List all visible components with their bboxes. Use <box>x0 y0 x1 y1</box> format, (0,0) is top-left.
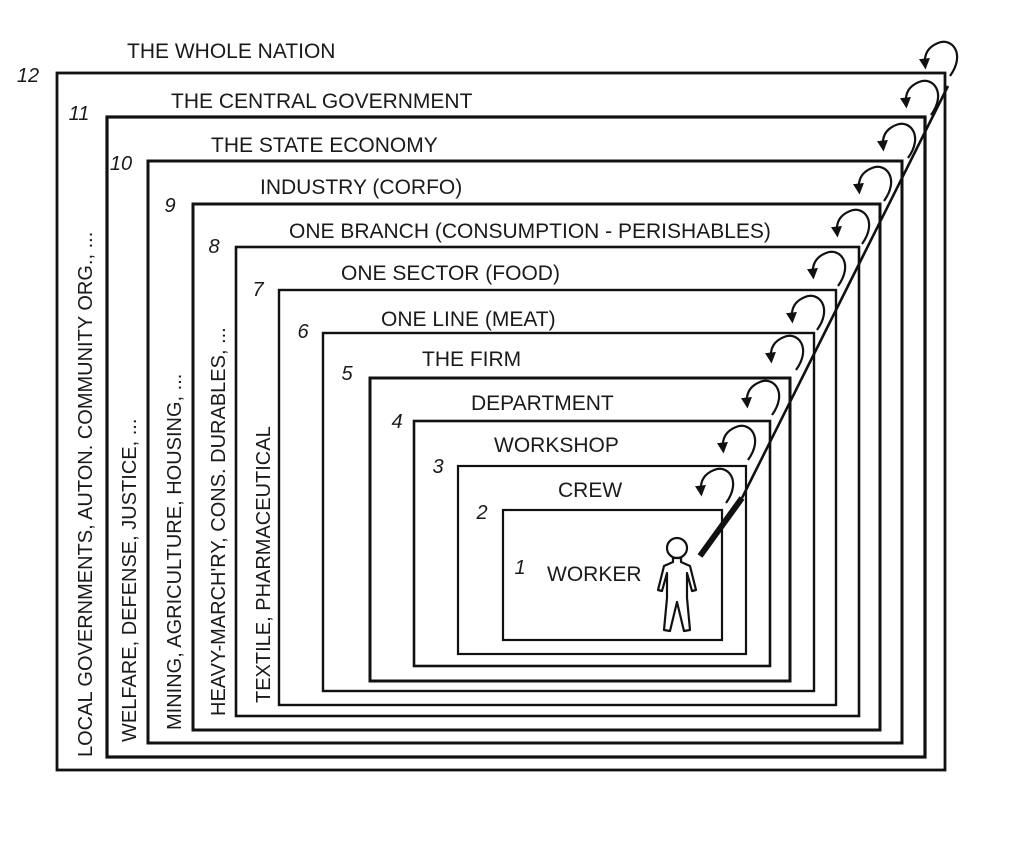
side-label-level-8: TEXTILE, PHARMACEUTICAL <box>253 426 275 703</box>
level-label-8: ONE BRANCH (CONSUMPTION - PERISHABLES) <box>289 220 771 243</box>
side-label-level-12: LOCAL GOVERNMENTS, AUTON. COMMUNITY ORG.… <box>75 232 97 757</box>
side-label-level-11: WELFARE, DEFENSE, JUSTICE, ... <box>119 419 141 742</box>
level-number-5: 5 <box>341 363 353 385</box>
level-label-11: THE CENTRAL GOVERNMENT <box>171 90 473 113</box>
level-box-6 <box>321 331 816 693</box>
level-box-10 <box>146 159 904 745</box>
curved-arrow-icon <box>806 250 847 287</box>
level-box-11 <box>105 115 927 759</box>
curved-arrow-icon <box>694 467 735 504</box>
curved-arrow-icon <box>764 334 805 371</box>
level-box-2 <box>501 508 724 642</box>
curved-arrow-icon <box>899 79 940 116</box>
side-label-level-9: HEAVY-MARCH'RY, CONS. DURABLES, ... <box>208 327 230 716</box>
level-label-7: ONE SECTOR (FOOD) <box>341 262 560 285</box>
level-label-4: DEPARTMENT <box>471 392 614 415</box>
level-box-5 <box>368 376 792 683</box>
level-number-9: 9 <box>164 195 175 217</box>
curved-arrow-icon <box>830 208 871 245</box>
recursion-diagonal-line <box>740 85 950 499</box>
level-number-10: 10 <box>110 153 132 175</box>
level-number-4: 4 <box>391 411 402 433</box>
level-box-9 <box>191 202 882 732</box>
curved-arrow-icon <box>852 165 893 202</box>
level-number-6: 6 <box>297 321 309 343</box>
level-label-12: THE WHOLE NATION <box>127 40 335 63</box>
level-number-7: 7 <box>252 279 264 301</box>
level-label-1: WORKER <box>547 563 642 586</box>
level-number-3: 3 <box>432 456 443 478</box>
curved-arrow-icon <box>716 424 757 461</box>
side-label-level-10: MINING, AGRICULTURE, HOUSING, ... <box>164 374 186 730</box>
level-box-8 <box>234 245 861 718</box>
level-label-5: THE FIRM <box>422 348 521 371</box>
worker-person-icon <box>656 536 698 633</box>
level-number-2: 2 <box>475 502 487 524</box>
level-boxes <box>55 71 947 772</box>
level-label-9: INDUSTRY (CORFO) <box>260 176 462 199</box>
level-box-3 <box>456 464 748 656</box>
level-number-11: 11 <box>69 103 90 125</box>
level-label-10: THE STATE ECONOMY <box>211 134 438 157</box>
curved-arrow-icon <box>785 294 826 331</box>
level-box-7 <box>277 288 838 707</box>
curved-arrow-icon <box>876 122 917 159</box>
level-box-4 <box>412 419 772 668</box>
level-number-1: 1 <box>514 557 525 579</box>
curved-arrow-icon <box>740 379 781 416</box>
level-label-2: CREW <box>558 479 622 502</box>
side-labels: LOCAL GOVERNMENTS, AUTON. COMMUNITY ORG.… <box>75 232 275 757</box>
level-labels: WORKER CREW WORKSHOP DEPARTMENT THE FIRM ONE … <box>127 40 771 586</box>
curved-arrow-icon <box>918 40 959 77</box>
worker-link-line <box>697 496 745 558</box>
level-label-3: WORKSHOP <box>494 434 619 457</box>
recursion-diagonal <box>697 85 950 558</box>
recursion-arrows <box>694 40 959 504</box>
level-number-8: 8 <box>208 236 219 258</box>
level-label-6: ONE LINE (MEAT) <box>381 308 556 331</box>
level-box-12 <box>55 71 947 772</box>
level-number-12: 12 <box>17 65 39 87</box>
